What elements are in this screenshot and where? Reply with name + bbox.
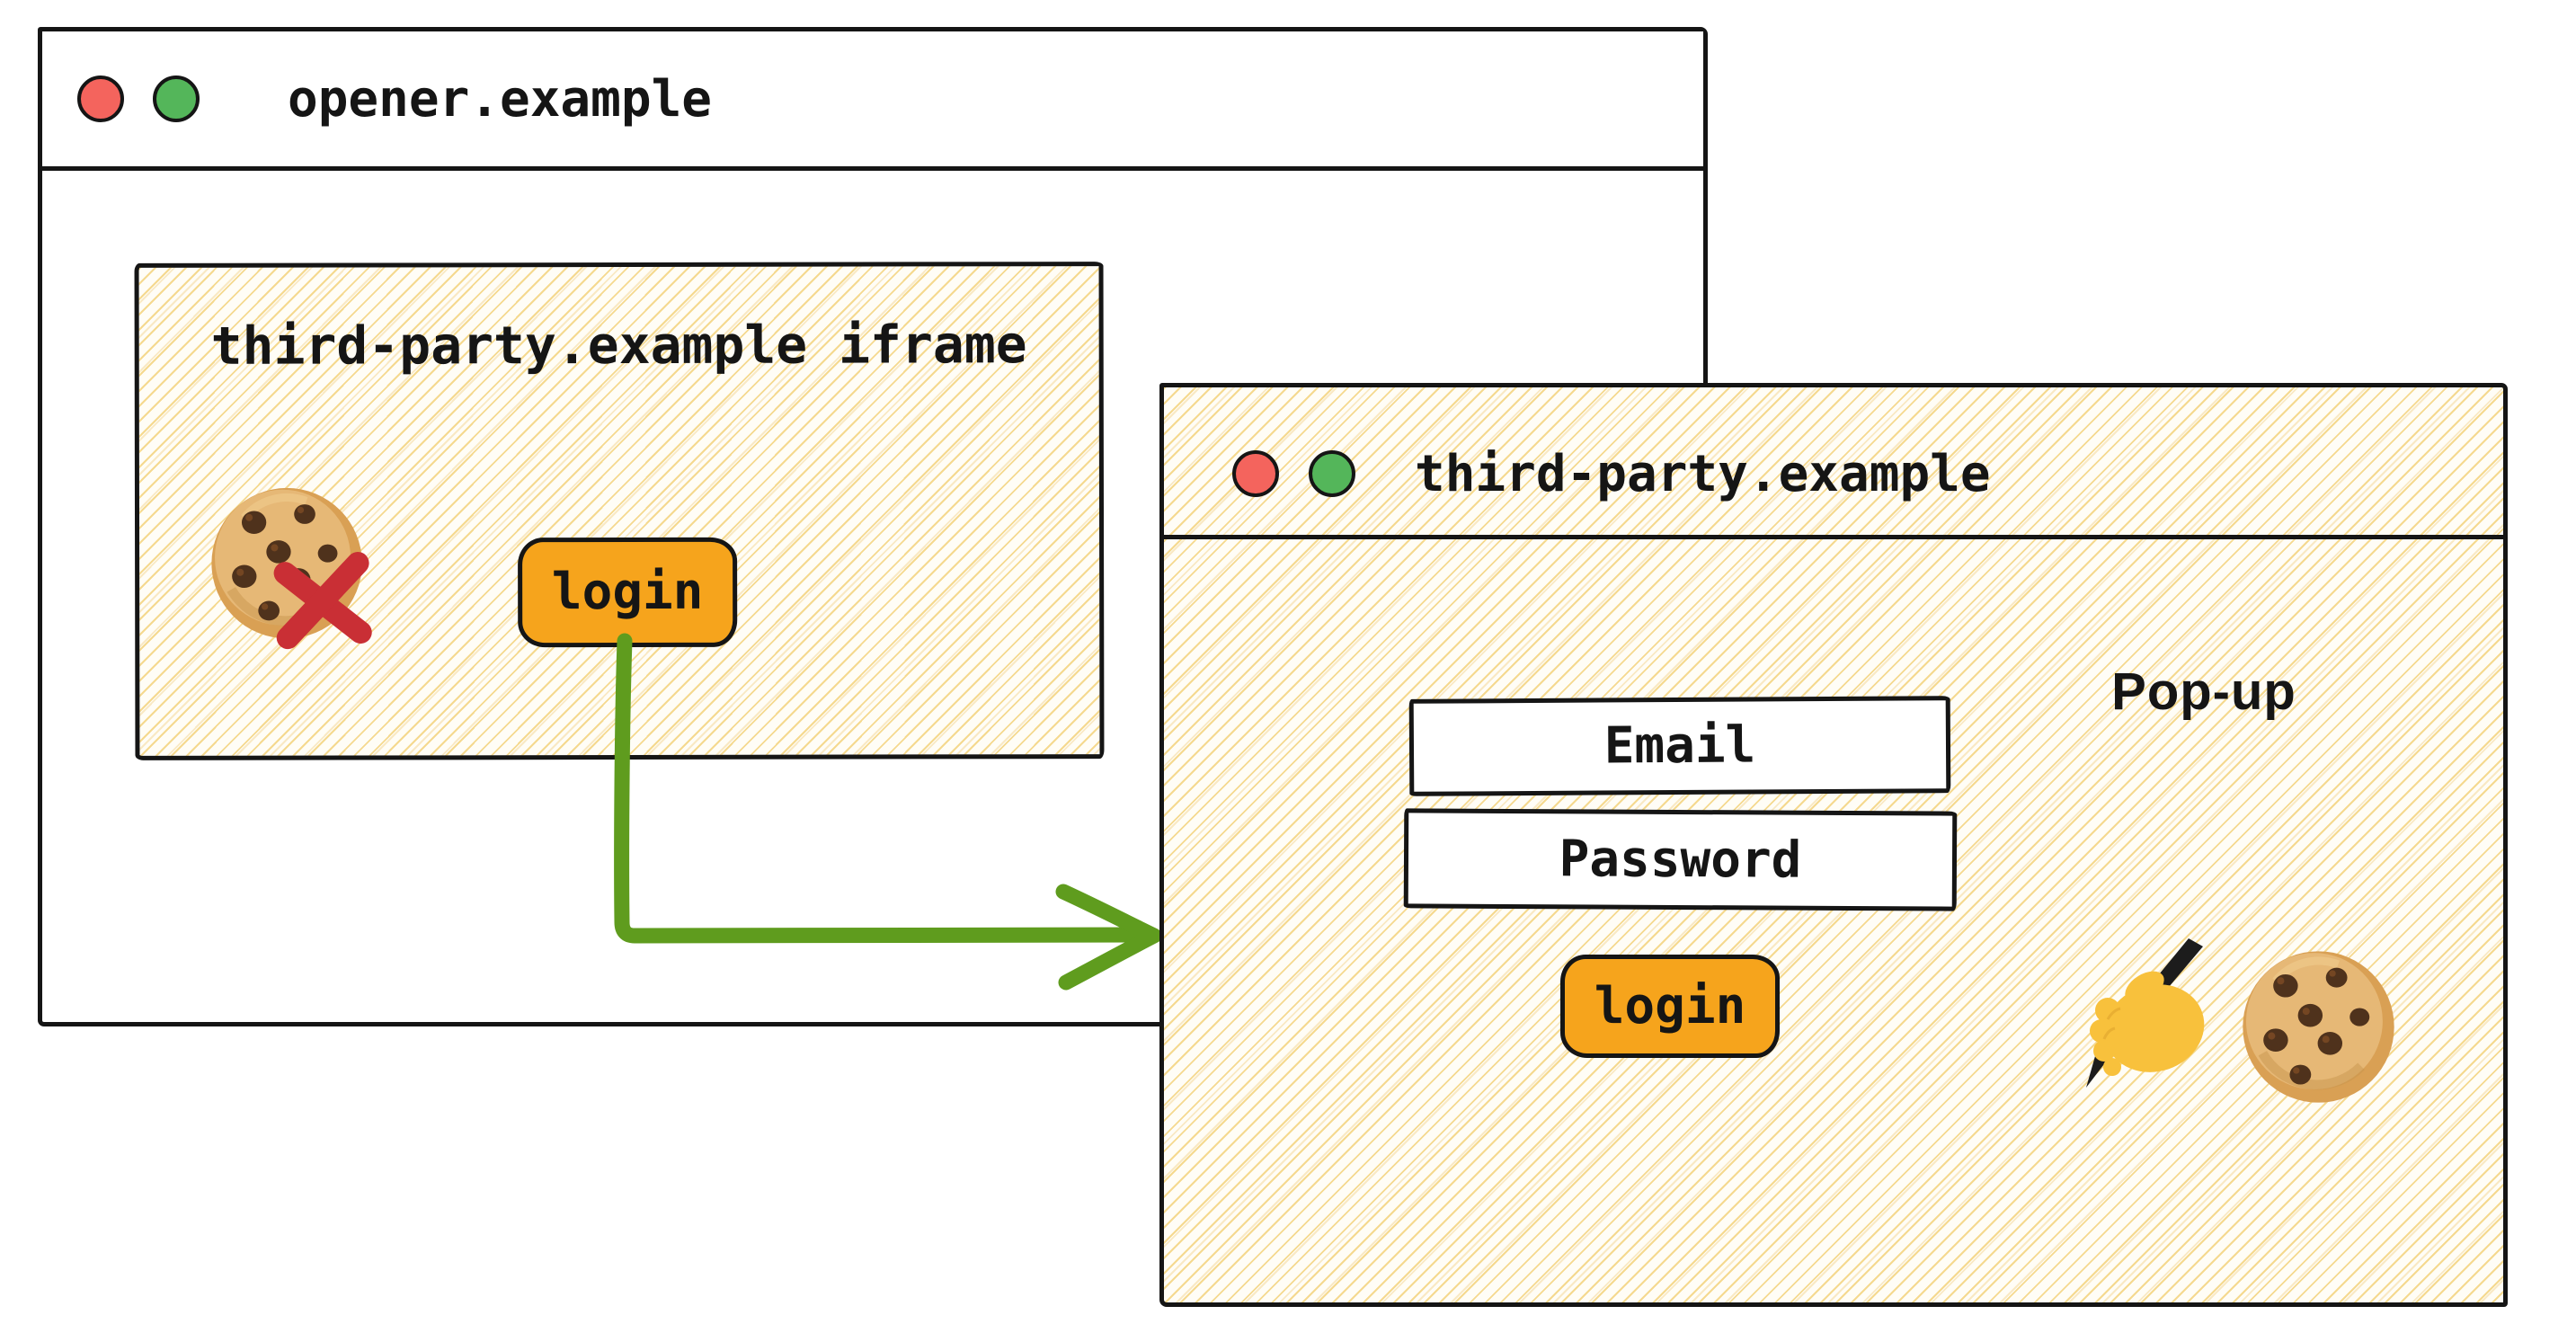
third-party-iframe: third-party.example iframe login xyxy=(134,262,1105,760)
popup-window: third-party.example Email Password login… xyxy=(1159,383,2508,1307)
opener-window-title: opener.example xyxy=(288,69,713,129)
close-dot-icon[interactable] xyxy=(1232,450,1279,497)
popup-titlebar: third-party.example xyxy=(1164,387,2503,539)
email-field[interactable]: Email xyxy=(1408,696,1951,796)
iframe-login-button[interactable]: login xyxy=(518,537,738,648)
opener-titlebar: opener.example xyxy=(42,31,1703,171)
popup-login-button[interactable]: login xyxy=(1560,955,1780,1058)
writing-hand-icon xyxy=(2086,938,2205,1088)
iframe-title: third-party.example iframe xyxy=(210,314,1027,377)
close-dot-icon[interactable] xyxy=(77,76,124,122)
minimize-dot-icon[interactable] xyxy=(153,76,200,122)
popup-window-title: third-party.example xyxy=(1415,444,1991,503)
popup-label: Pop-up xyxy=(2111,662,2296,721)
minimize-dot-icon[interactable] xyxy=(1309,450,1355,497)
cookie-icon xyxy=(2236,945,2401,1109)
red-x-icon xyxy=(273,552,372,650)
password-field[interactable]: Password xyxy=(1403,808,1958,911)
